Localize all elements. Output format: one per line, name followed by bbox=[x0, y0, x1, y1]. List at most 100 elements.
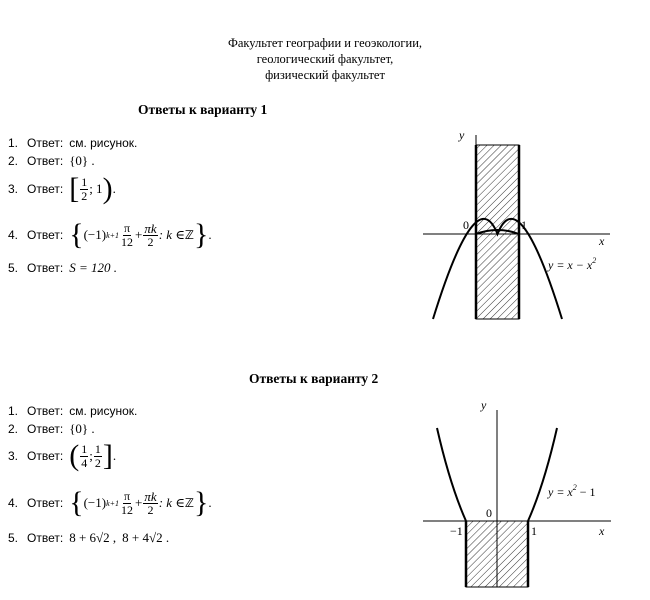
fraction-2: πk 2 bbox=[143, 220, 158, 249]
parabola-left-branch bbox=[436, 427, 467, 522]
item-number: 5. bbox=[8, 261, 19, 275]
answer-text: {0} . bbox=[69, 421, 95, 436]
zero-label: 0 bbox=[486, 506, 492, 520]
parabola-right-branch bbox=[527, 427, 558, 522]
x-axis-label: x bbox=[598, 524, 605, 538]
y-axis-label: y bbox=[458, 128, 465, 142]
power-base: (−1) bbox=[83, 495, 107, 510]
integers-set: ℤ bbox=[184, 496, 194, 510]
item-number: 5. bbox=[8, 531, 19, 545]
right-paren: ) bbox=[102, 172, 113, 205]
condition: : k ∈ bbox=[158, 227, 185, 242]
minus-one-label: −1 bbox=[450, 524, 463, 538]
answer-label: Ответ: bbox=[27, 496, 64, 510]
item-number: 3. bbox=[8, 449, 19, 463]
fraction: 1 2 bbox=[80, 174, 89, 203]
item-number: 2. bbox=[8, 422, 19, 436]
header-line-2: геологический факультет, bbox=[256, 52, 394, 66]
header: Факультет географии и геоэкологии, геоло… bbox=[0, 35, 650, 83]
right-brace: } bbox=[193, 218, 209, 251]
graph-variant2: y x 0 −1 1 y = x2 − 1 bbox=[423, 398, 611, 588]
denominator: 12 bbox=[121, 502, 134, 517]
integers-set: ℤ bbox=[184, 228, 194, 242]
item-number: 2. bbox=[8, 154, 19, 168]
period: . bbox=[208, 227, 212, 242]
one-label: 1 bbox=[531, 524, 537, 538]
v1-answer-4: 4. Ответ: { (−1) k+1 π 12 + πk 2 : k ∈ ℤ… bbox=[8, 220, 212, 250]
zero-label: 0 bbox=[463, 218, 469, 232]
v1-answer-1: 1. Ответ: см. рисунок. bbox=[8, 136, 137, 150]
answer-value-1: 8 + 6√2 , bbox=[69, 530, 117, 545]
answer-label: Ответ: bbox=[27, 182, 64, 196]
header-line-1: Факультет географии и геоэкологии, bbox=[227, 36, 423, 50]
left-brace: { bbox=[69, 486, 84, 519]
numerator: πk bbox=[143, 488, 158, 504]
v2-answer-2: 2. Ответ: {0} . bbox=[8, 421, 95, 437]
item-number: 1. bbox=[8, 404, 19, 418]
denominator: 4 bbox=[81, 455, 88, 470]
left-brace: { bbox=[69, 218, 84, 251]
curve-label: y = x2 − 1 bbox=[547, 483, 596, 499]
variant2-title: Ответы к варианту 2 bbox=[249, 371, 379, 386]
period: . bbox=[112, 448, 117, 463]
fraction-1: 1 4 bbox=[80, 441, 89, 470]
v2-answer-4: 4. Ответ: { (−1) k+1 π 12 + πk 2 : k ∈ ℤ… bbox=[8, 488, 212, 518]
answer-label: Ответ: bbox=[27, 449, 64, 463]
graph-variant1: y x 0 1 y = x − x2 bbox=[423, 128, 610, 320]
denominator: 12 bbox=[121, 234, 134, 249]
one-label: 1 bbox=[521, 218, 527, 232]
header-line-3: физический факультет bbox=[265, 68, 385, 82]
item-number: 3. bbox=[8, 182, 19, 196]
v1-answer-5: 5. Ответ: S = 120 . bbox=[8, 260, 117, 276]
answer-tail: ; 1 bbox=[89, 181, 103, 196]
denominator: 2 bbox=[147, 234, 154, 249]
v1-answer-2: 2. Ответ: {0} . bbox=[8, 153, 95, 169]
item-number: 4. bbox=[8, 496, 19, 510]
fraction-1: π 12 bbox=[120, 488, 134, 517]
denominator: 2 bbox=[81, 188, 88, 203]
condition: : k ∈ bbox=[158, 495, 185, 510]
y-axis-label: y bbox=[480, 398, 487, 412]
item-number: 1. bbox=[8, 136, 19, 150]
x-axis-label: x bbox=[598, 234, 605, 248]
numerator: 1 bbox=[80, 441, 89, 457]
power-exponent: k+1 bbox=[106, 498, 120, 508]
answer-value-2: 8 + 4√2 . bbox=[122, 530, 170, 545]
answer-label: Ответ: bbox=[27, 154, 64, 168]
period: . bbox=[112, 181, 116, 196]
v2-answer-3: 3. Ответ: ( 1 4 ; 1 2 ] . bbox=[8, 441, 116, 471]
left-square-bracket: [ bbox=[69, 172, 80, 205]
variant1-title: Ответы к варианту 1 bbox=[138, 102, 268, 117]
parabola-curve bbox=[432, 217, 563, 320]
denominator: 2 bbox=[147, 502, 154, 517]
v1-answer-3: 3. Ответ: [ 1 2 ; 1 ) . bbox=[8, 174, 116, 204]
numerator: πk bbox=[143, 220, 158, 236]
numerator: 1 bbox=[80, 174, 89, 190]
fraction-2: 1 2 bbox=[93, 441, 102, 470]
answer-label: Ответ: bbox=[27, 404, 64, 418]
denominator: 2 bbox=[94, 455, 101, 470]
parabola-curve-top bbox=[475, 229, 520, 235]
answer-text: см. рисунок. bbox=[69, 136, 138, 150]
answer-text: см. рисунок. bbox=[69, 404, 138, 418]
plus-sign: + bbox=[135, 227, 143, 242]
answer-label: Ответ: bbox=[27, 261, 64, 275]
answer-label: Ответ: bbox=[27, 228, 64, 242]
right-brace: } bbox=[193, 486, 209, 519]
power-base: (−1) bbox=[83, 227, 107, 242]
numerator: π bbox=[123, 488, 132, 504]
answer-label: Ответ: bbox=[27, 136, 64, 150]
answer-label: Ответ: bbox=[27, 422, 64, 436]
answer-text: S = 120 . bbox=[69, 260, 117, 275]
period: . bbox=[208, 495, 212, 510]
fraction-1: π 12 bbox=[120, 220, 134, 249]
answer-label: Ответ: bbox=[27, 531, 64, 545]
curve-label: y = x − x2 bbox=[547, 256, 596, 272]
answer-text: {0} . bbox=[69, 153, 95, 168]
item-number: 4. bbox=[8, 228, 19, 242]
numerator: 1 bbox=[93, 441, 102, 457]
right-square-bracket: ] bbox=[102, 439, 113, 472]
left-paren: ( bbox=[69, 439, 80, 472]
separator: ; bbox=[89, 448, 93, 463]
numerator: π bbox=[123, 220, 132, 236]
